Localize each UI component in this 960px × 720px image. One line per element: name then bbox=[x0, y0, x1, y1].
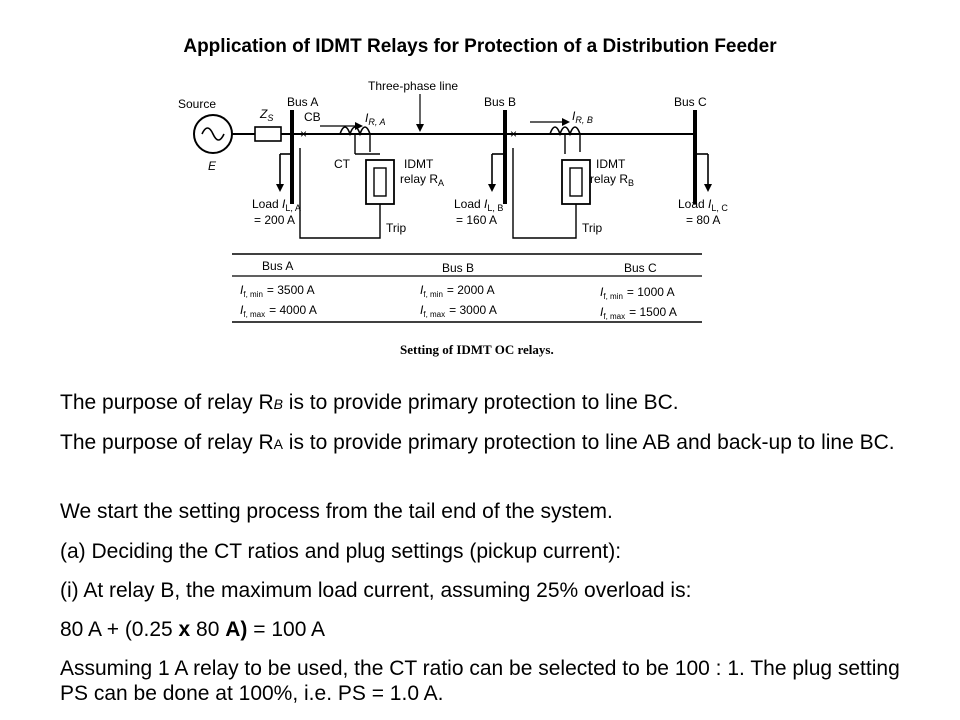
source-impedance bbox=[254, 126, 282, 142]
feeder-diagram: Source E ZS Bus A CB × Three-phase line … bbox=[178, 79, 728, 357]
source-emf: E bbox=[208, 159, 217, 173]
body-paragraph-3: We start the setting process from the ta… bbox=[60, 500, 613, 523]
relay-a-coil bbox=[373, 167, 387, 197]
body-paragraph-5: (i) At relay B, the maximum load current… bbox=[60, 579, 692, 602]
table-bus-b: Bus B bbox=[442, 261, 474, 275]
load-c-value: = 80 A bbox=[686, 213, 720, 227]
ct-a-coil bbox=[339, 126, 371, 137]
table-bus-a: Bus A bbox=[262, 259, 293, 273]
ct-label: CT bbox=[334, 157, 351, 171]
zs-label: ZS bbox=[259, 107, 273, 123]
load-b-value: = 160 A bbox=[456, 213, 497, 227]
relay-a-line1: IDMT bbox=[404, 157, 434, 171]
ct-b-coil bbox=[549, 126, 581, 137]
sine-wave-icon bbox=[201, 127, 225, 141]
body-paragraph-2: The purpose of relay RA is to provide pr… bbox=[60, 431, 895, 454]
load-a-arrow bbox=[276, 184, 284, 192]
load-b-arrow bbox=[488, 184, 496, 192]
table-a-max: If, max= 4000 A bbox=[240, 303, 317, 319]
load-a-label: Load IL, A bbox=[252, 197, 301, 213]
trip-wire-a bbox=[299, 148, 381, 239]
source-label: Source bbox=[178, 97, 216, 111]
irb-arrowhead bbox=[562, 118, 570, 126]
trip-wire-b bbox=[512, 148, 577, 239]
load-a-value: = 200 A bbox=[254, 213, 295, 227]
trip-a-label: Trip bbox=[386, 221, 407, 235]
body-paragraph-1: The purpose of relay RB is to provide pr… bbox=[60, 391, 679, 414]
relay-b-line1: IDMT bbox=[596, 157, 626, 171]
ira-label: IR, A bbox=[365, 111, 386, 127]
relay-b-line2: relay RB bbox=[590, 172, 634, 188]
table-c-max: If, max= 1500 A bbox=[600, 305, 677, 321]
line-label: Three-phase line bbox=[368, 79, 458, 93]
sub-b: B bbox=[273, 396, 283, 412]
load-b-label: Load IL, B bbox=[454, 197, 503, 213]
relay-a-line2: relay RA bbox=[400, 172, 444, 188]
body-paragraph-4: (a) Deciding the CT ratios and plug sett… bbox=[60, 540, 622, 563]
table-c-min: If, min= 1000 A bbox=[600, 285, 675, 301]
line-label-arrow bbox=[416, 124, 424, 132]
relay-b-coil bbox=[569, 167, 583, 197]
table-b-min: If, min= 2000 A bbox=[420, 283, 495, 299]
bus-a-label: Bus A bbox=[287, 95, 318, 109]
table-bus-c: Bus C bbox=[624, 261, 657, 275]
body-paragraph-7: Assuming 1 A relay to be used, the CT ra… bbox=[60, 657, 900, 705]
bus-b-label: Bus B bbox=[484, 95, 516, 109]
table-b-max: If, max= 3000 A bbox=[420, 303, 497, 319]
sub-a: A bbox=[273, 436, 283, 452]
body-paragraph-6: 80 A + (0.25 x 80 A) = 100 A bbox=[60, 618, 326, 641]
load-c-arrow bbox=[704, 184, 712, 192]
load-c-label: Load IL, C bbox=[678, 197, 728, 213]
irb-label: IR, B bbox=[572, 109, 593, 125]
cb-label: CB bbox=[304, 110, 321, 124]
table-a-min: If, min= 3500 A bbox=[240, 283, 315, 299]
trip-b-label: Trip bbox=[582, 221, 603, 235]
slide-title: Application of IDMT Relays for Protectio… bbox=[183, 36, 777, 57]
bus-c-label: Bus C bbox=[674, 95, 707, 109]
table-caption: Setting of IDMT OC relays. bbox=[400, 342, 554, 357]
